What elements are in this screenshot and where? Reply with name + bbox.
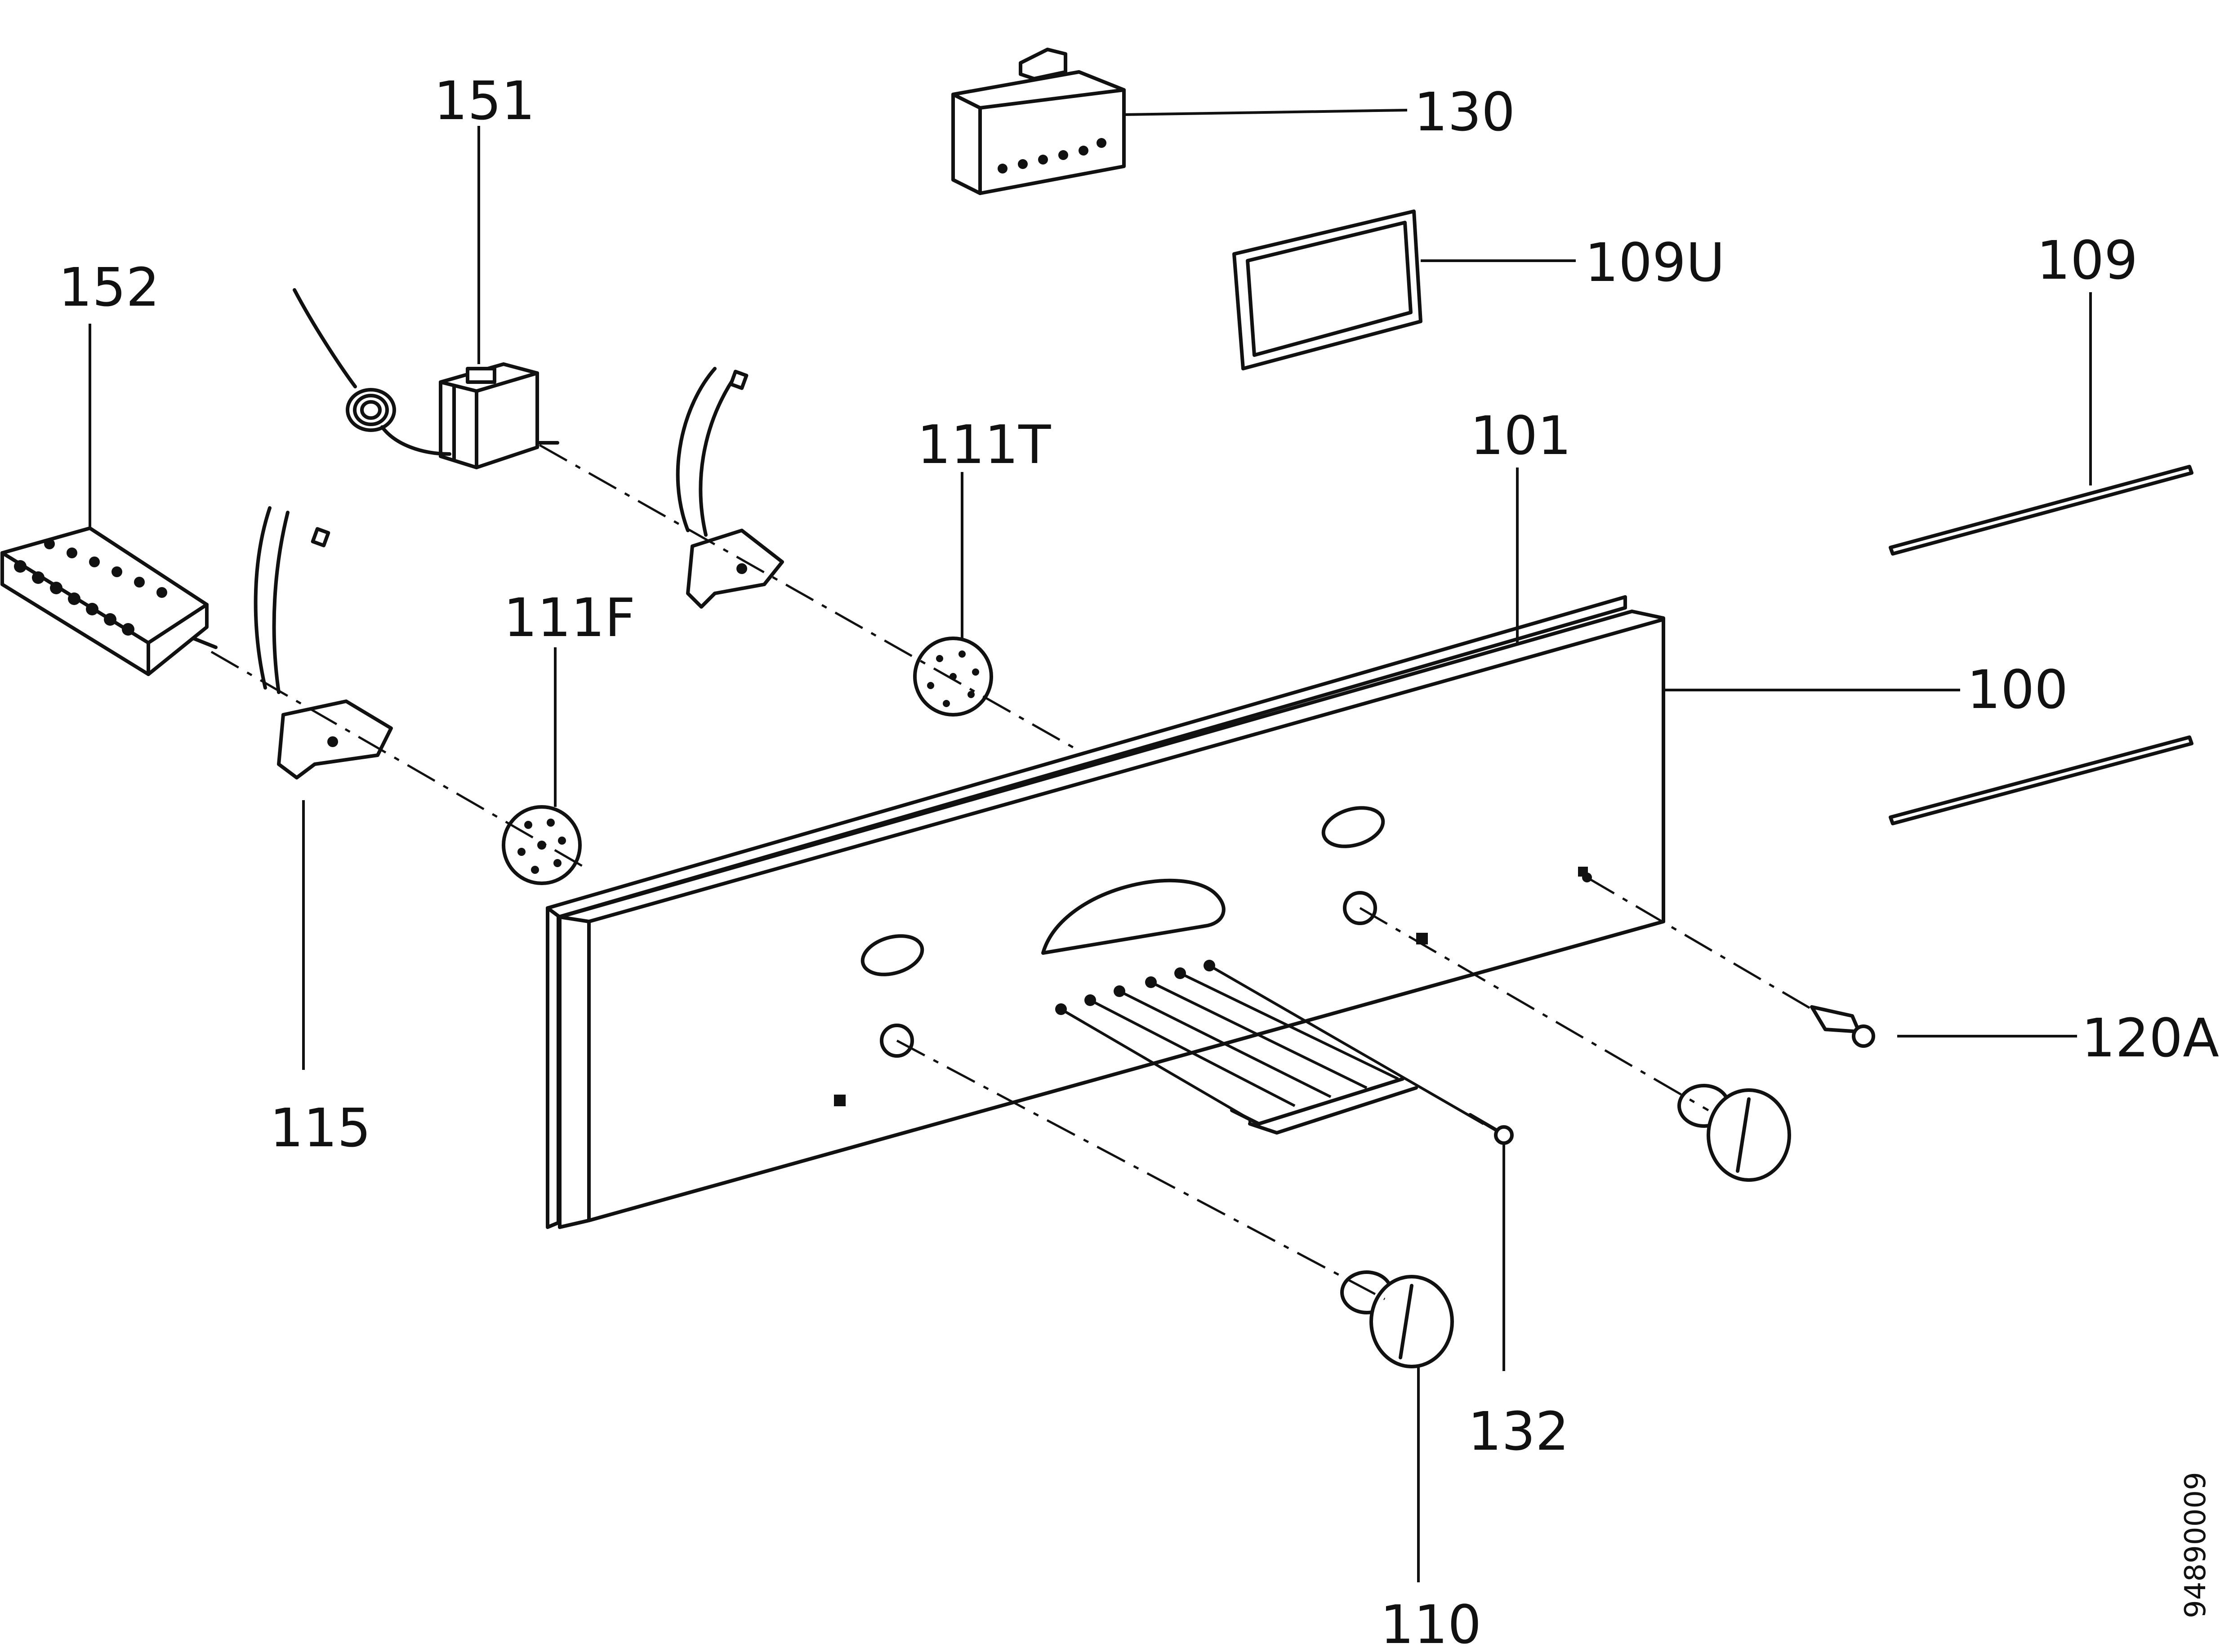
- label-100: 100: [1967, 659, 2068, 721]
- label-130: 130: [1414, 81, 1515, 143]
- trim-rod-upper: [1889, 465, 2193, 556]
- display-module-part-130: [951, 48, 1126, 195]
- panel-indicator-window-right: [1321, 806, 1385, 848]
- assembly-axes: [210, 444, 1813, 1300]
- label-151: 151: [434, 70, 535, 132]
- label-120A: 120A: [2082, 1007, 2219, 1069]
- dial-scale-part-111F: [502, 805, 582, 885]
- label-leaders: [89, 109, 2092, 1582]
- label-111T: 111T: [917, 414, 1051, 476]
- document-number: 94890009: [2179, 1472, 2212, 1618]
- selector-terminals: [14, 539, 167, 636]
- screw-part-120A: [1810, 1005, 1875, 1048]
- dial-scale-part-111T: [913, 637, 993, 717]
- switch-part-151: [293, 288, 559, 469]
- window-frame-part-109U: [1232, 209, 1422, 370]
- label-109: 109: [2037, 229, 2138, 291]
- label-152: 152: [58, 256, 160, 318]
- label-115: 115: [270, 1097, 371, 1159]
- label-101: 101: [1470, 405, 1571, 467]
- push-rod-part-132: [1468, 1113, 1514, 1145]
- indicator-lamp-upper: [676, 367, 784, 609]
- label-110: 110: [1380, 1594, 1481, 1652]
- label-109U: 109U: [1585, 232, 1725, 294]
- label-111F: 111F: [504, 587, 635, 649]
- panel-front-face: [587, 618, 1665, 1222]
- selector-switch-part-152: [0, 526, 218, 676]
- button-rods: [1060, 964, 1485, 1135]
- panel-display-window: [1041, 878, 1226, 955]
- control-panel-part-100: [546, 595, 1665, 1229]
- panel-knob-hole-right: [1343, 891, 1377, 925]
- label-132: 132: [1468, 1400, 1569, 1462]
- panel-indicator-window-left: [860, 934, 924, 976]
- trim-rod-lower: [1889, 735, 2193, 825]
- control-knob-upper: [1677, 1084, 1791, 1182]
- panel-knob-hole-left: [880, 1024, 914, 1058]
- trim-rods-part-109: [1889, 465, 2193, 825]
- indicator-lamp-part-115: [254, 506, 393, 779]
